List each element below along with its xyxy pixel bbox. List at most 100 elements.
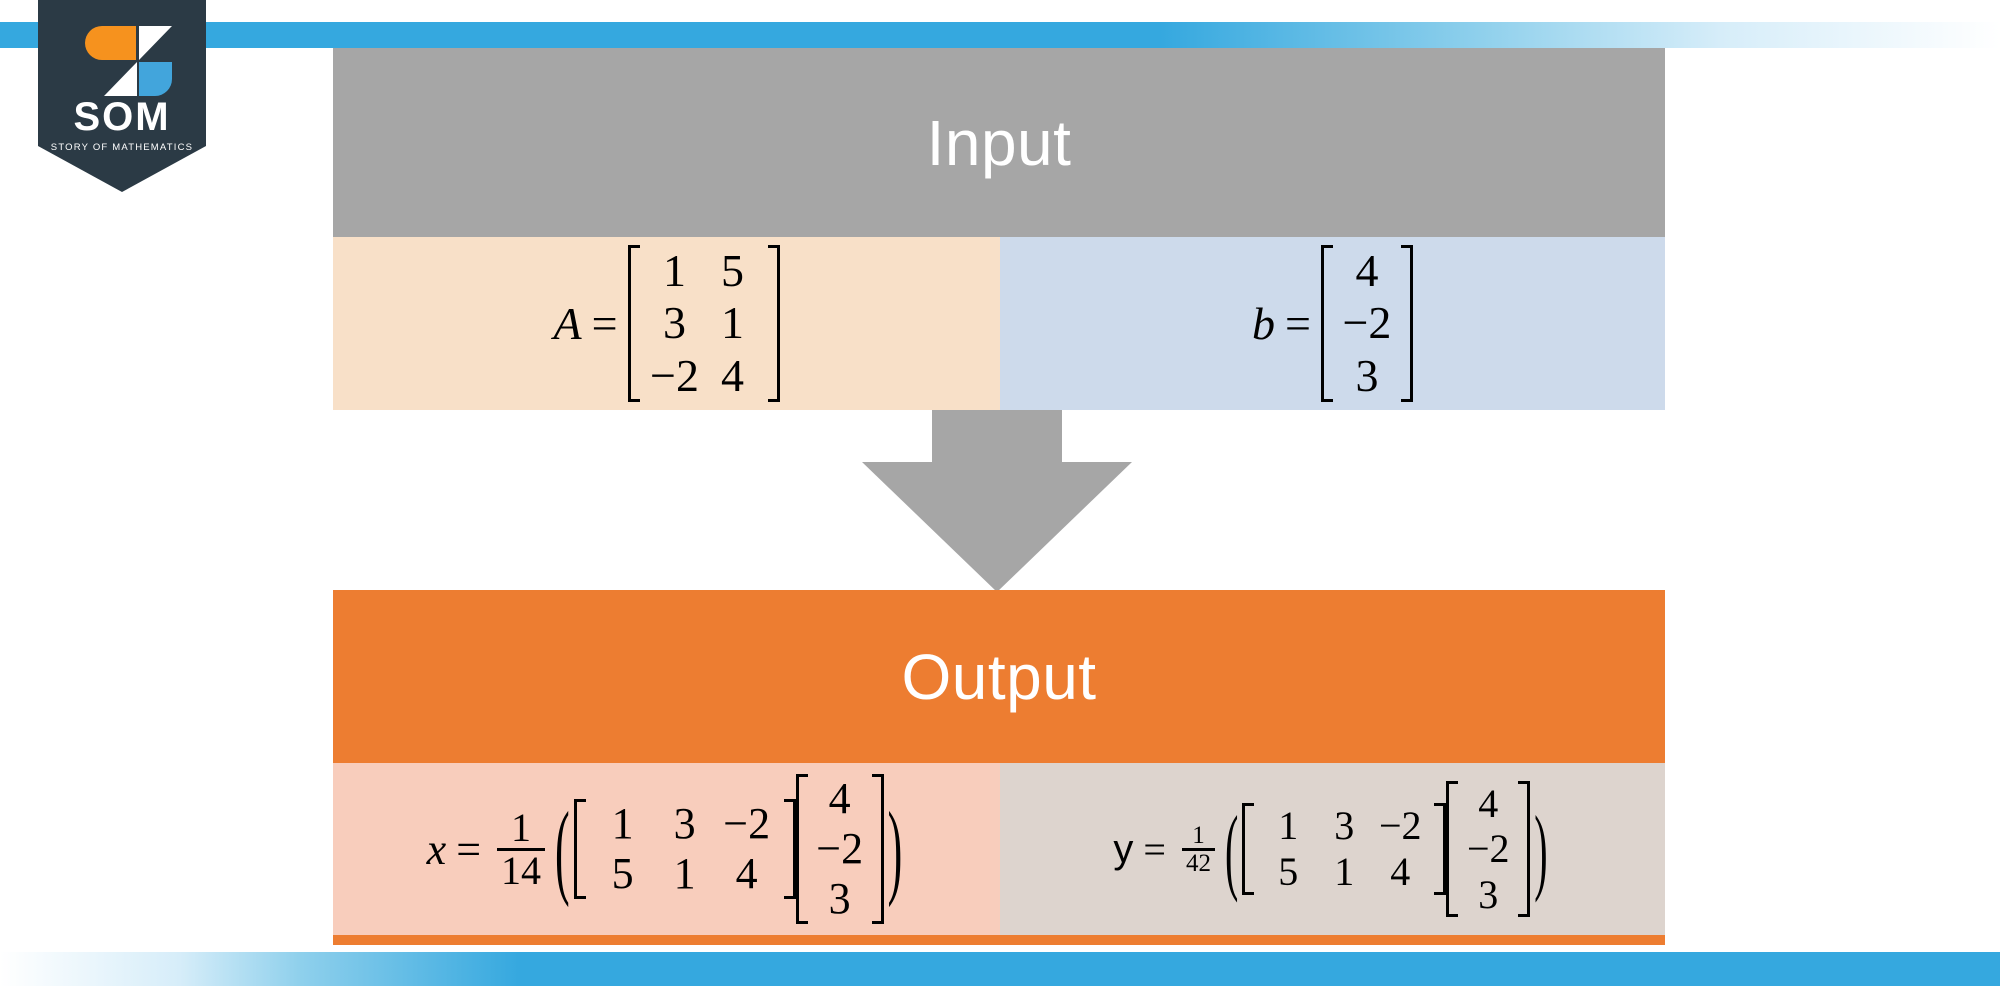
badge-mark-orange (85, 26, 136, 60)
solution-x-fraction: 1 14 (497, 804, 546, 891)
matrix-cell: 3 (828, 874, 851, 924)
solution-x-matrix: 1 3 −2 5 1 4 (573, 797, 796, 901)
vector-b-equals: = (1285, 298, 1311, 349)
matrix-cell: 1 (1334, 849, 1355, 894)
matrix-row: 1 3 −2 (592, 799, 778, 849)
solution-x-equation: x = 1 14 ( 1 3 −2 5 1 4 (427, 772, 907, 926)
solution-x-equals: = (456, 824, 482, 874)
som-logo-badge: SOM STORY OF MATHEMATICS (38, 0, 206, 192)
matrix-row: 3 (1339, 350, 1395, 402)
output-section-header: Output (333, 590, 1665, 763)
bracket-right-icon (1518, 780, 1531, 918)
matrix-cell: −2 (1379, 803, 1422, 849)
matrix-cell: 3 (1478, 871, 1499, 917)
matrix-cell: 5 (1278, 849, 1299, 894)
matrix-cell: 1 (663, 244, 687, 296)
matrix-cell: −2 (816, 823, 864, 873)
close-paren: ) (1534, 795, 1548, 903)
bracket-left-icon (1446, 780, 1459, 918)
fraction-numerator: 1 (1192, 821, 1205, 849)
matrix-row: 1 5 (646, 245, 762, 297)
matrix-cell: 3 (663, 297, 687, 349)
solution-y-fraction: 1 42 (1181, 821, 1215, 876)
bracket-left-icon (1320, 244, 1333, 403)
output-underline-accent (333, 935, 1665, 945)
solution-x-label: x (426, 824, 447, 874)
matrix-cell: −2 (1467, 826, 1510, 872)
vector-b-label: b (1252, 298, 1276, 349)
solution-y-label: y (1113, 826, 1134, 871)
matrix-cell: 4 (735, 849, 758, 898)
matrix-row: 4 (1339, 245, 1395, 297)
matrix-a-equals: = (591, 298, 618, 349)
matrix-cell: −2 (723, 798, 771, 848)
solution-y-equation: y = 1 42 ( 1 3 −2 5 1 4 (1113, 779, 1551, 920)
matrix-cell: 5 (611, 849, 634, 898)
matrix-row: 3 (814, 874, 866, 924)
bracket-right-icon (1434, 803, 1447, 895)
matrix-cell: 3 (673, 798, 696, 848)
badge-mark-blue (139, 62, 172, 96)
bracket-right-icon (871, 773, 884, 925)
matrix-row: −2 (814, 824, 866, 874)
solution-y-matrix: 1 3 −2 5 1 4 (1242, 801, 1447, 896)
bracket-right-icon (783, 798, 796, 900)
fraction-denominator: 14 (497, 847, 546, 891)
input-title-text: Input (926, 106, 1072, 179)
matrix-a-equation: A = 1 5 3 1 −2 4 (553, 243, 780, 404)
fraction-denominator: 42 (1181, 847, 1215, 876)
matrix-cell: 3 (1355, 349, 1379, 401)
output-panel-solution-x: x = 1 14 ( 1 3 −2 5 1 4 (333, 763, 1000, 935)
down-arrow-icon (862, 410, 1132, 592)
matrix-row: 3 1 (646, 297, 762, 349)
output-panel-solution-y: y = 1 42 ( 1 3 −2 5 1 4 (1000, 763, 1665, 935)
bracket-left-icon (573, 798, 586, 900)
matrix-a-label: A (553, 298, 582, 349)
badge-wordmark: SOM (73, 95, 170, 139)
matrix-cell: 1 (673, 849, 696, 898)
badge-mark-white-bottom (104, 62, 137, 96)
matrix-row: −2 4 (646, 350, 762, 402)
bracket-right-icon (767, 244, 780, 403)
bracket-left-icon (1242, 803, 1255, 895)
output-title-text: Output (901, 640, 1097, 713)
bottom-ribbon-decoration (0, 952, 2000, 986)
badge-tagline: STORY OF MATHEMATICS (51, 142, 193, 153)
bracket-left-icon (795, 773, 808, 925)
matrix-row: −2 (1339, 297, 1395, 349)
matrix-row: 5 1 4 (592, 849, 778, 899)
solution-y-vector: 4 −2 3 (1446, 779, 1531, 920)
matrix-row: 4 (1464, 781, 1512, 827)
matrix-row: 1 3 −2 (1260, 803, 1428, 849)
top-ribbon-decoration (0, 22, 2000, 48)
matrix-cell: 4 (1355, 244, 1379, 296)
matrix-cell: −2 (1342, 297, 1392, 349)
input-section-header: Input (333, 48, 1665, 237)
input-panel-vector-b: b = 4 −2 3 (1000, 237, 1665, 410)
fraction-numerator: 1 (511, 804, 532, 850)
matrix-row: −2 (1464, 826, 1512, 872)
close-paren: ) (887, 790, 903, 908)
matrix-cell: 4 (1390, 849, 1411, 894)
matrix-cell: 4 (828, 773, 851, 823)
solution-x-vector: 4 −2 3 (795, 772, 884, 926)
matrix-row: 5 1 4 (1260, 849, 1428, 895)
matrix-row: 4 (814, 774, 866, 824)
matrix-cell: 4 (1478, 780, 1499, 826)
vector-b-brackets: 4 −2 3 (1320, 243, 1413, 404)
matrix-cell: 3 (1334, 803, 1355, 849)
open-paren: ( (1224, 795, 1239, 903)
matrix-cell: 1 (1278, 803, 1299, 849)
vector-b-equation: b = 4 −2 3 (1252, 243, 1413, 404)
matrix-cell: 1 (611, 798, 634, 848)
matrix-cell: 4 (721, 349, 745, 401)
input-panel-matrix-a: A = 1 5 3 1 −2 4 (333, 237, 1000, 410)
matrix-cell: 1 (721, 297, 745, 349)
bracket-right-icon (1400, 244, 1413, 403)
open-paren: ( (555, 790, 570, 908)
matrix-row: 3 (1464, 872, 1512, 918)
matrix-cell: 5 (721, 244, 745, 296)
matrix-a-brackets: 1 5 3 1 −2 4 (627, 243, 780, 404)
solution-y-equals: = (1143, 826, 1166, 872)
bracket-left-icon (627, 244, 640, 403)
